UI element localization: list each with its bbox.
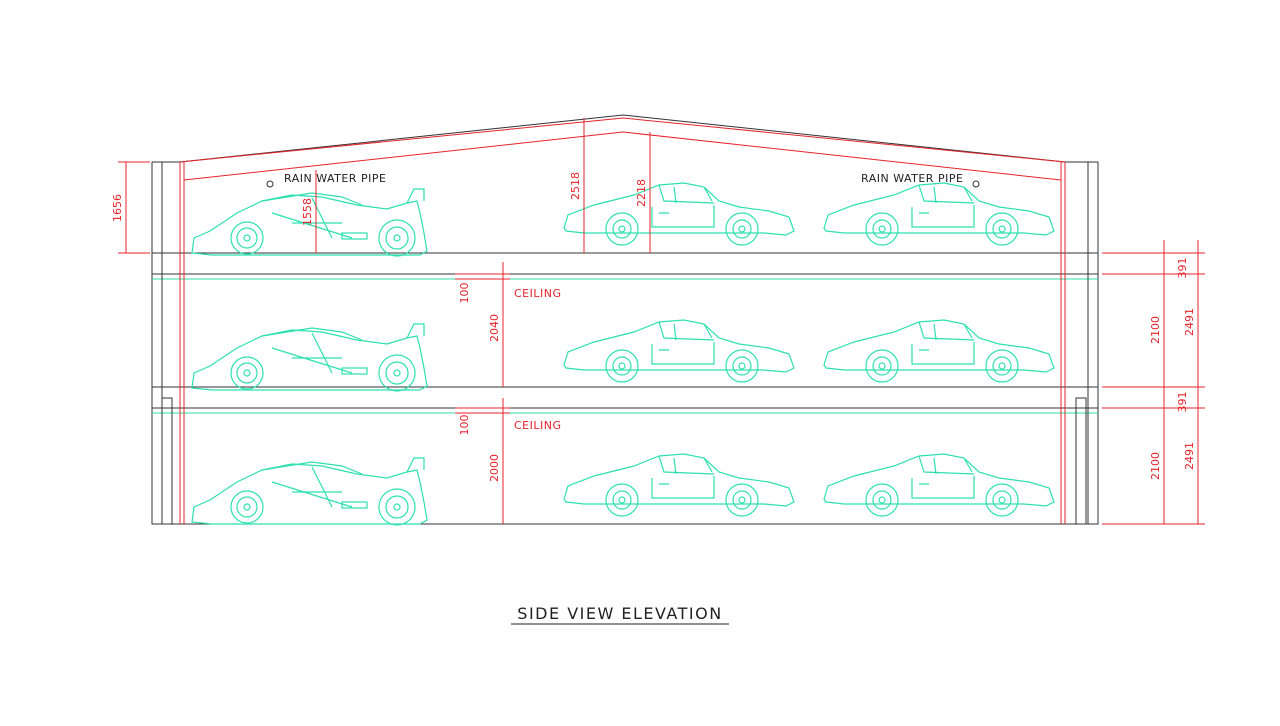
dim-right-slab-upper: 391 [1176, 258, 1189, 279]
supercar-icon [191, 457, 428, 526]
ceiling-label-lower: CEILING [514, 419, 562, 432]
rain-pipe-right-icon [972, 180, 980, 188]
dim-left-eave-height: 1656 [111, 194, 124, 222]
rain-water-pipe-label-left: RAIN WATER PIPE [284, 172, 386, 185]
coupe-icon [823, 453, 1055, 517]
rain-water-pipe-label-right: RAIN WATER PIPE [861, 172, 963, 185]
coupe-icon [563, 319, 795, 383]
dimension-lines [118, 118, 1205, 525]
dim-right-total-lower: 2491 [1183, 442, 1196, 470]
dim-right-total-upper: 2491 [1183, 308, 1196, 336]
dim-roof-rise-left: 2518 [569, 172, 582, 200]
dim-right-slab-lower: 391 [1176, 392, 1189, 413]
drawing-title: SIDE VIEW ELEVATION [517, 604, 722, 623]
coupe-icon [563, 453, 795, 517]
cars [191, 182, 1055, 526]
dim-ceiling-gap-upper: 100 [458, 283, 471, 304]
building-structure [151, 114, 1099, 525]
rain-pipe-left-icon [266, 180, 274, 188]
ceiling-label-upper: CEILING [514, 287, 562, 300]
dim-bottom-clear-height: 2000 [488, 454, 501, 482]
supercar-icon [191, 323, 428, 392]
dim-ceiling-gap-lower: 100 [458, 415, 471, 436]
coupe-icon [563, 182, 795, 246]
coupe-icon [823, 319, 1055, 383]
dim-right-clear-upper: 2100 [1149, 316, 1162, 344]
coupe-icon [823, 182, 1055, 246]
dim-middle-clear-height: 2040 [488, 314, 501, 342]
dim-right-clear-lower: 2100 [1149, 452, 1162, 480]
dim-roof-rise-right: 2218 [635, 179, 648, 207]
dim-mclaren-height: 1558 [301, 198, 314, 226]
